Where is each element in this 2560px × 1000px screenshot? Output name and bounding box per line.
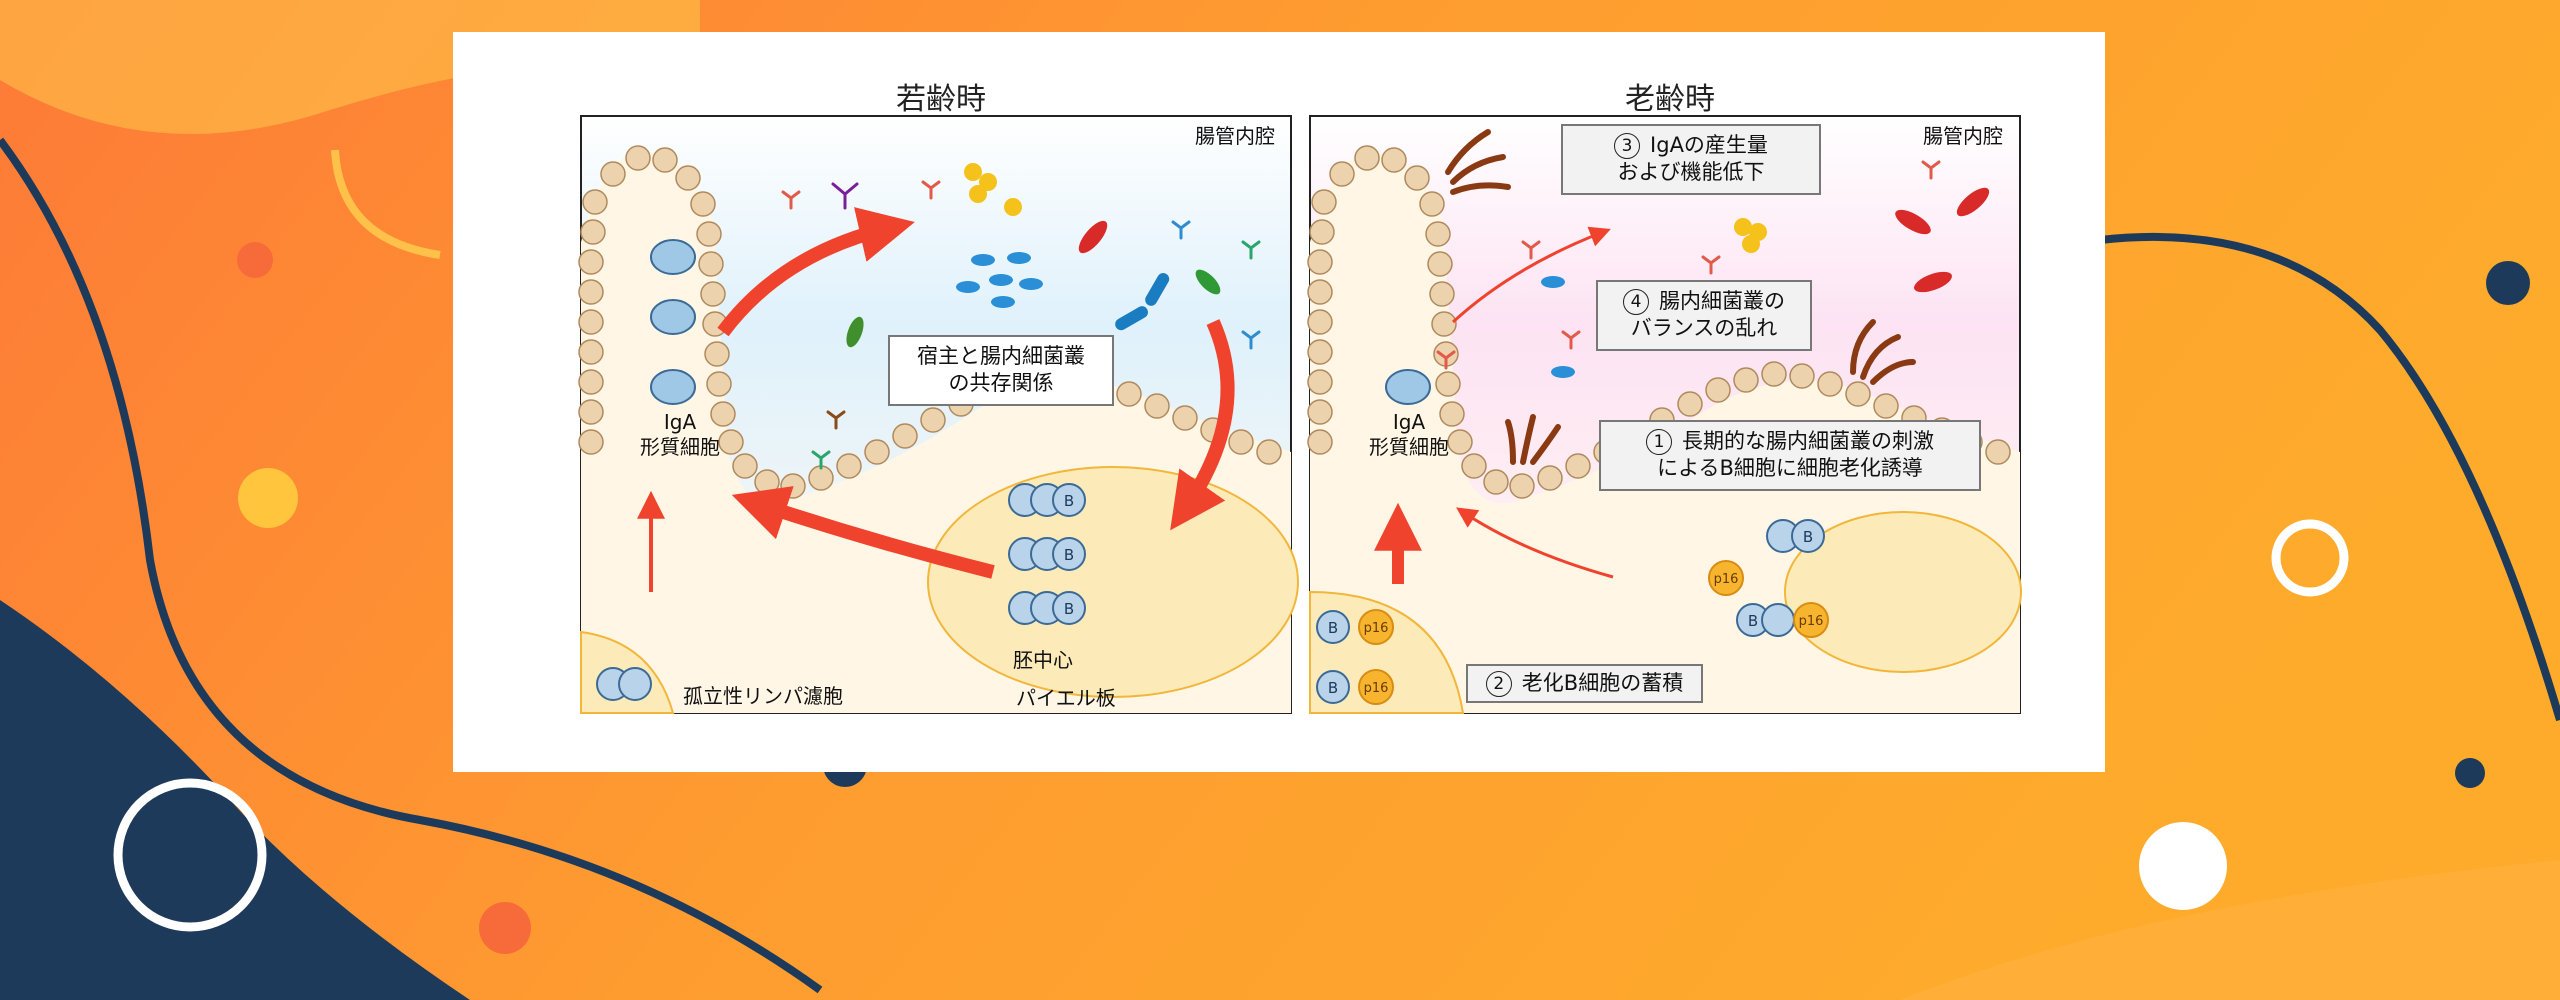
old-iga-line1: IgA (1392, 410, 1426, 434)
b-cell-mark: B (1803, 528, 1813, 546)
step3-number: 3 (1614, 133, 1641, 159)
germinal-center-label: 胚中心 (1013, 648, 1073, 672)
young-title: 若齢時 (896, 82, 986, 117)
young-arrow-lumen-to-peyer (1170, 319, 1235, 531)
p16-mark: p16 (1799, 614, 1824, 629)
step4-number: 4 (1623, 289, 1649, 315)
peyer-patch-label: パイエル板 (1016, 686, 1116, 710)
young-arrow-plasma-to-lumen (717, 207, 915, 337)
p16-cells (1358, 560, 1829, 705)
symbiosis-line1: 宿主と腸内細菌叢 (917, 344, 1085, 368)
step4-box: 4 腸内細菌叢の バランスの乱れ (1596, 280, 1812, 351)
young-germinal-cells (596, 483, 1086, 701)
symbiosis-box: 宿主と腸内細菌叢 の共存関係 (888, 335, 1114, 406)
b-cell-mark: B (1064, 492, 1074, 510)
young-iga-line2: 形質細胞 (640, 435, 720, 459)
old-arrow-peyer-to-plasma (1456, 507, 1614, 579)
step3-line1: IgAの産生量 (1650, 133, 1768, 157)
figure-card: B B B (453, 32, 2105, 772)
step1-line1: 長期的な腸内細菌叢の刺激 (1682, 429, 1934, 453)
old-arrow-plasma-to-lumen (1451, 226, 1611, 324)
step4-line2: バランスの乱れ (1630, 316, 1778, 341)
young-peyer-patch (927, 466, 1299, 698)
old-peyer-patch (1784, 511, 2022, 673)
step4-line1: 腸内細菌叢の (1659, 289, 1785, 313)
step1-line2: によるB細胞に細胞老化誘導 (1657, 456, 1923, 481)
old-lumen-label: 腸管内腔 (1923, 124, 2003, 148)
old-epithelium (1307, 145, 2011, 499)
step3-line2: および機能低下 (1617, 160, 1765, 185)
step1-box: 1 長期的な腸内細菌叢の刺激 によるB細胞に細胞老化誘導 (1599, 420, 1981, 491)
step1-number: 1 (1646, 429, 1672, 455)
symbiosis-line2: の共存関係 (948, 371, 1054, 396)
young-antibodies (781, 180, 1261, 470)
young-plasma-cells (650, 239, 696, 405)
young-iga-label: IgA 形質細胞 (640, 410, 720, 460)
b-cell-mark: B (1748, 612, 1758, 630)
b-cell-mark: B (1328, 619, 1338, 637)
old-antibodies (1436, 160, 1941, 370)
b-cell-mark: B (1064, 546, 1074, 564)
step2-number: 2 (1485, 671, 1512, 697)
step3-box: 3 IgAの産生量 および機能低下 (1561, 124, 1821, 195)
young-lumen-label: 腸管内腔 (1195, 124, 1275, 148)
old-bacteria (1541, 187, 1990, 378)
young-iga-line1: IgA (663, 410, 697, 434)
isolated-follicle-label: 孤立性リンパ濾胞 (683, 684, 843, 708)
b-cell-mark: B (1064, 600, 1074, 618)
p16-mark: p16 (1364, 681, 1389, 696)
young-arrow-peyer-to-plasma (731, 486, 995, 579)
old-filamentous-bacteria (1445, 129, 1916, 465)
intestine-diagram: B B B (578, 115, 2022, 714)
p16-mark: p16 (1714, 572, 1739, 587)
young-bacteria (846, 163, 1221, 348)
old-title: 老齢時 (1625, 82, 1715, 117)
step2-box: 2 老化B細胞の蓄積 (1466, 664, 1703, 704)
old-iga-line2: 形質細胞 (1369, 435, 1449, 459)
p16-mark: p16 (1364, 621, 1389, 636)
step2-line1: 老化B細胞の蓄積 (1521, 671, 1684, 695)
old-iga-label: IgA 形質細胞 (1369, 410, 1449, 460)
old-plasma-cell (1385, 369, 1431, 405)
b-cell-mark: B (1328, 679, 1338, 697)
